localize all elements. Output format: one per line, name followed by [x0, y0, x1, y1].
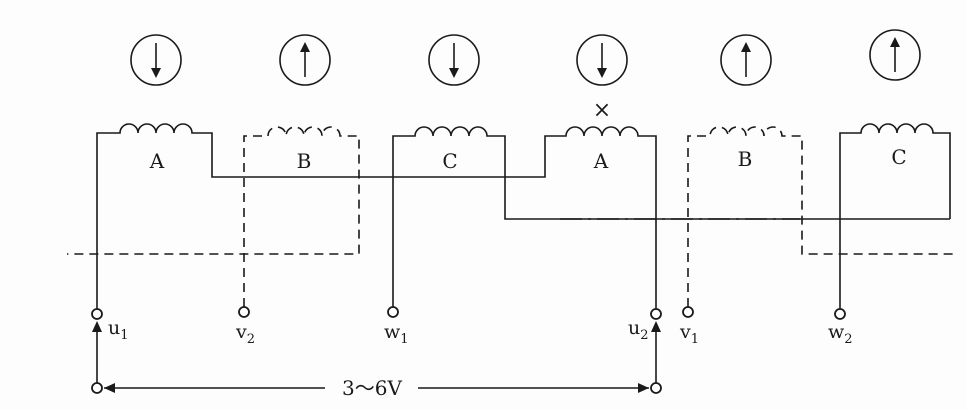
terminal-label-v2: v2	[235, 321, 255, 347]
supply-lead-right	[650, 321, 662, 394]
supply-terminal-left	[91, 382, 103, 394]
terminal-label-w1: w1	[384, 321, 409, 347]
terminal-u2	[650, 308, 662, 320]
coil-a-2	[505, 126, 657, 310]
coil-label-c-2: C	[891, 145, 906, 169]
terminal-label-v1: v1	[679, 321, 699, 347]
coil-label-a-2: A	[593, 149, 609, 173]
arrow-right-icon	[638, 383, 649, 393]
coil-label-c-1: C	[442, 149, 457, 173]
coil-b-2	[687, 126, 955, 307]
terminal-v2	[238, 306, 250, 318]
direction-indicator-5	[720, 34, 772, 86]
terminal-w2	[834, 308, 846, 320]
terminal-label-u2: u2	[628, 317, 649, 343]
arrow-left-icon	[104, 383, 115, 393]
coil-a-1	[96, 123, 505, 310]
supply-terminal-right	[650, 382, 662, 394]
terminal-w1	[387, 306, 399, 318]
terminal-label-w2: w2	[828, 321, 853, 347]
supply-voltage-span: 3～6V	[104, 376, 649, 400]
terminal-v1	[682, 306, 694, 318]
supply-lead-left	[91, 321, 103, 394]
direction-indicator-3	[428, 34, 480, 86]
terminal-label-u1: u1	[108, 317, 129, 343]
coil-label-b-2: B	[738, 147, 753, 171]
coil-label-a-1: A	[149, 149, 165, 173]
coil-c-1	[392, 126, 950, 307]
coil-b-1	[67, 126, 360, 307]
terminal-u1	[91, 308, 103, 320]
supply-voltage-label: 3～6V	[342, 376, 402, 400]
direction-indicator-2	[279, 34, 331, 86]
direction-indicator-4	[576, 34, 628, 86]
direction-indicator-6	[869, 29, 921, 81]
direction-indicator-1	[130, 34, 182, 86]
coil-label-b-1: B	[297, 149, 312, 173]
polarity-mark: ×	[593, 98, 611, 123]
coil-c-2	[839, 123, 951, 310]
